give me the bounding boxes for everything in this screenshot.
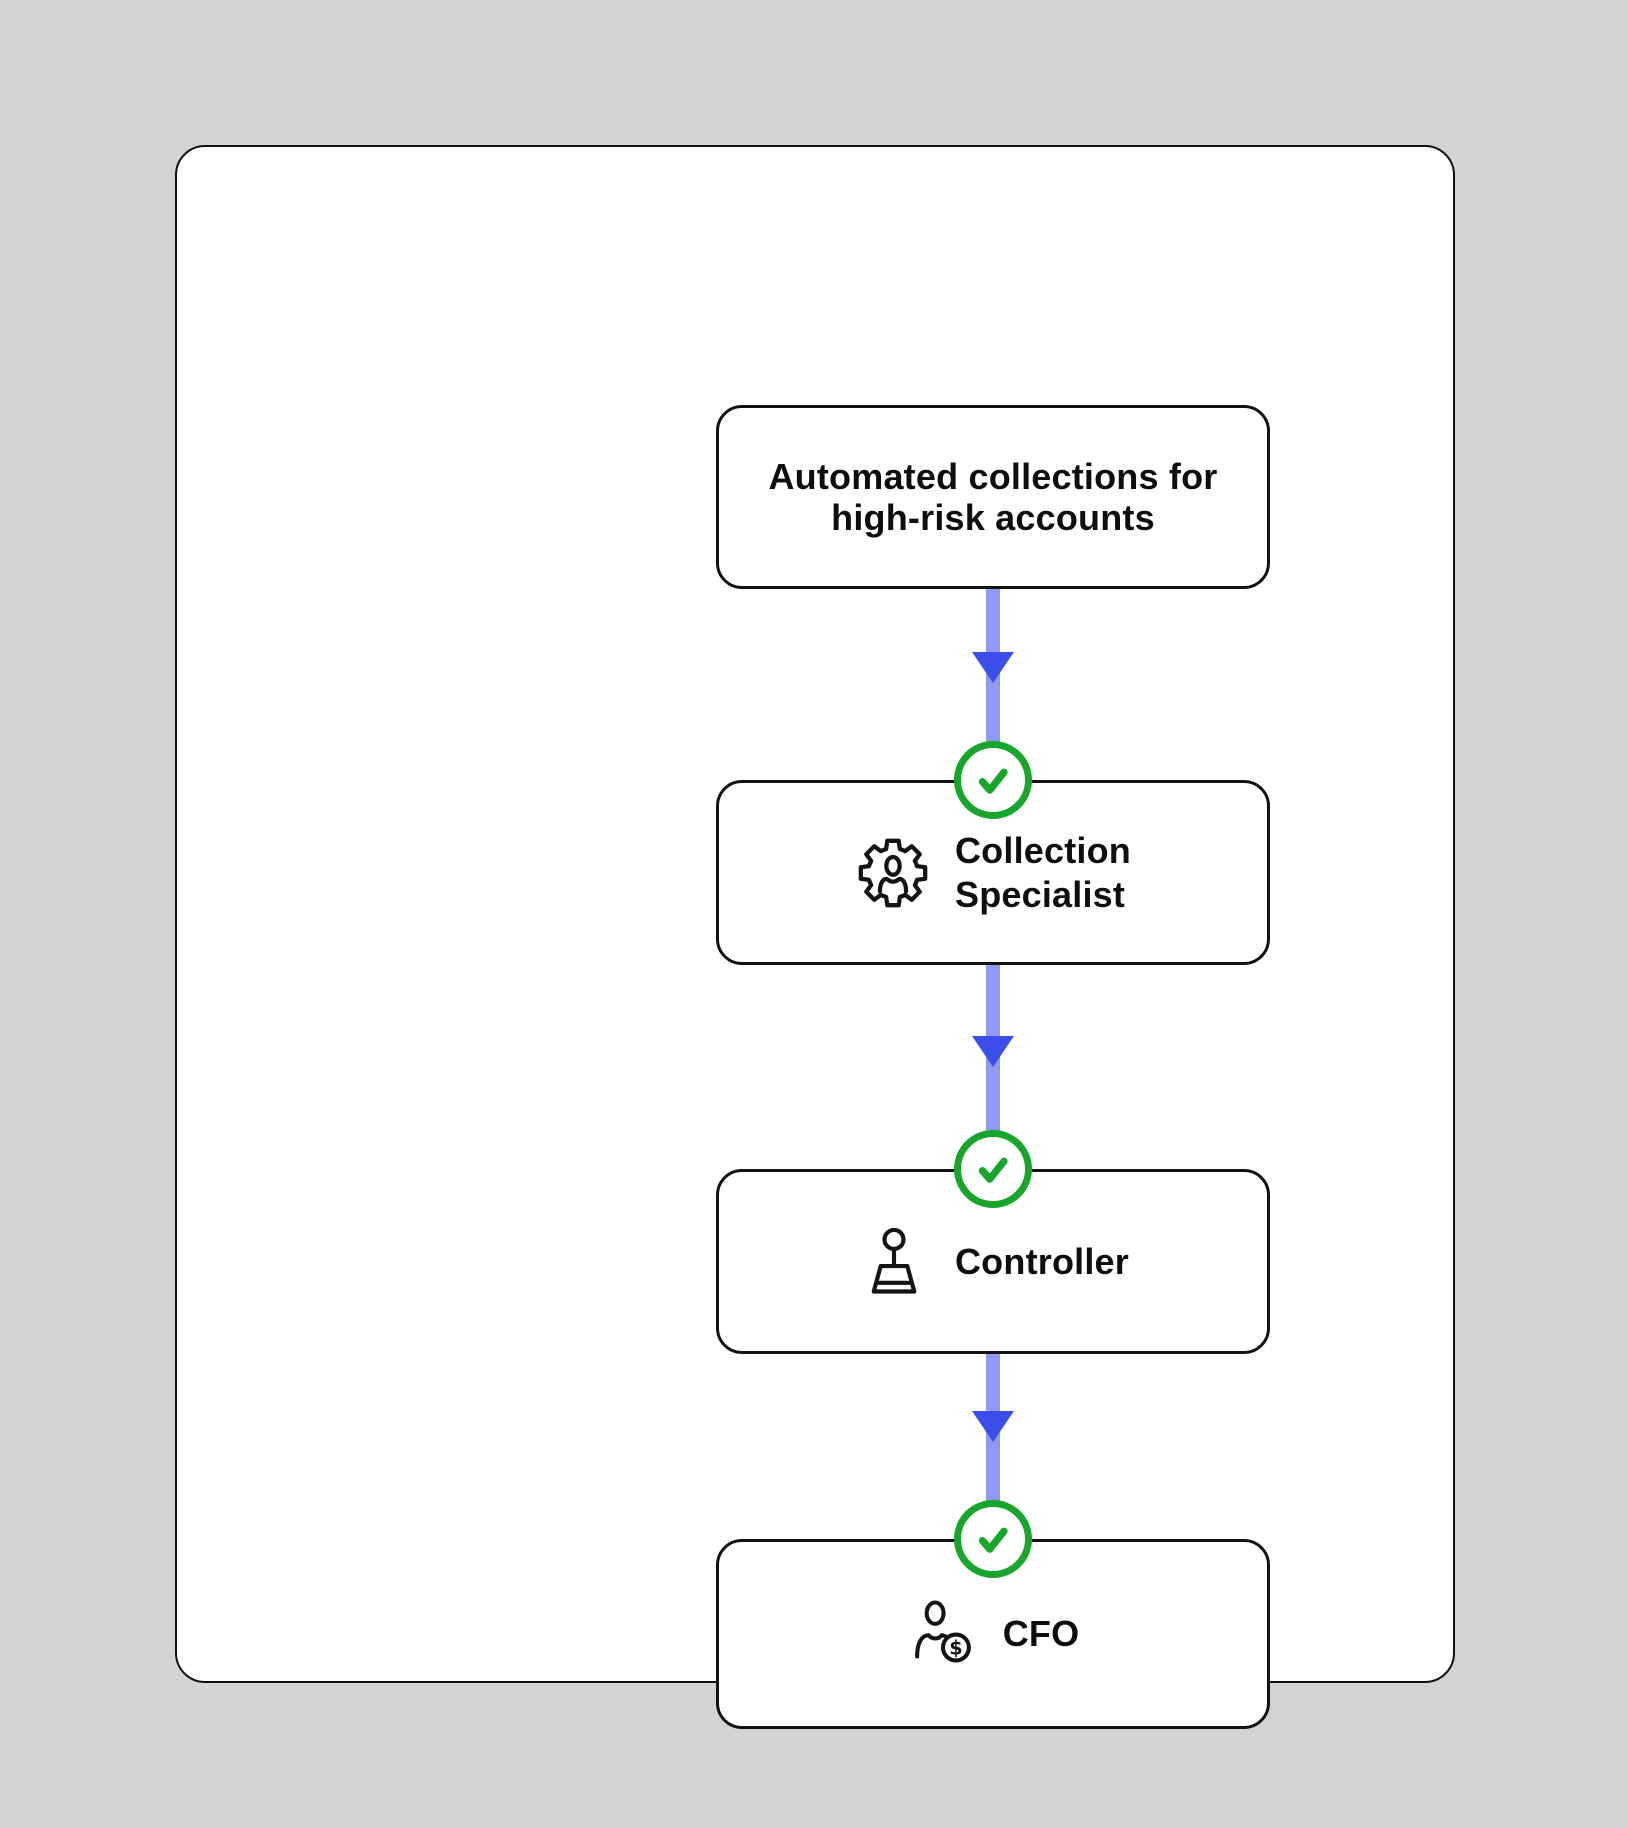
arrow-down-icon xyxy=(972,1036,1014,1067)
check-icon xyxy=(978,768,1008,794)
step-label: Controller xyxy=(954,1240,1129,1282)
dollar-glyph: $ xyxy=(949,1636,962,1659)
user-dollar-icon: $ xyxy=(907,1598,979,1670)
joystick-icon xyxy=(857,1225,931,1299)
arrow-down-icon xyxy=(972,652,1014,683)
trigger-label: Automated collections for high-risk acco… xyxy=(768,455,1218,538)
connector-line xyxy=(986,589,1000,780)
step-label: CFO xyxy=(1002,1613,1080,1655)
approved-check-badge xyxy=(954,741,1032,819)
step-label: Collection Specialist xyxy=(954,830,1131,915)
check-icon xyxy=(978,1527,1008,1553)
approved-check-badge xyxy=(954,1500,1032,1578)
connector-line xyxy=(986,1354,1000,1539)
workflow-panel: Automated collections for high-risk acco… xyxy=(175,145,1455,1729)
check-icon xyxy=(978,1157,1008,1183)
approved-check-badge xyxy=(954,1130,1032,1208)
arrow-down-icon xyxy=(972,1411,1014,1442)
connector-line xyxy=(986,965,1000,1169)
trigger-node[interactable]: Automated collections for high-risk acco… xyxy=(716,405,1270,589)
user-gear-icon xyxy=(855,835,931,911)
